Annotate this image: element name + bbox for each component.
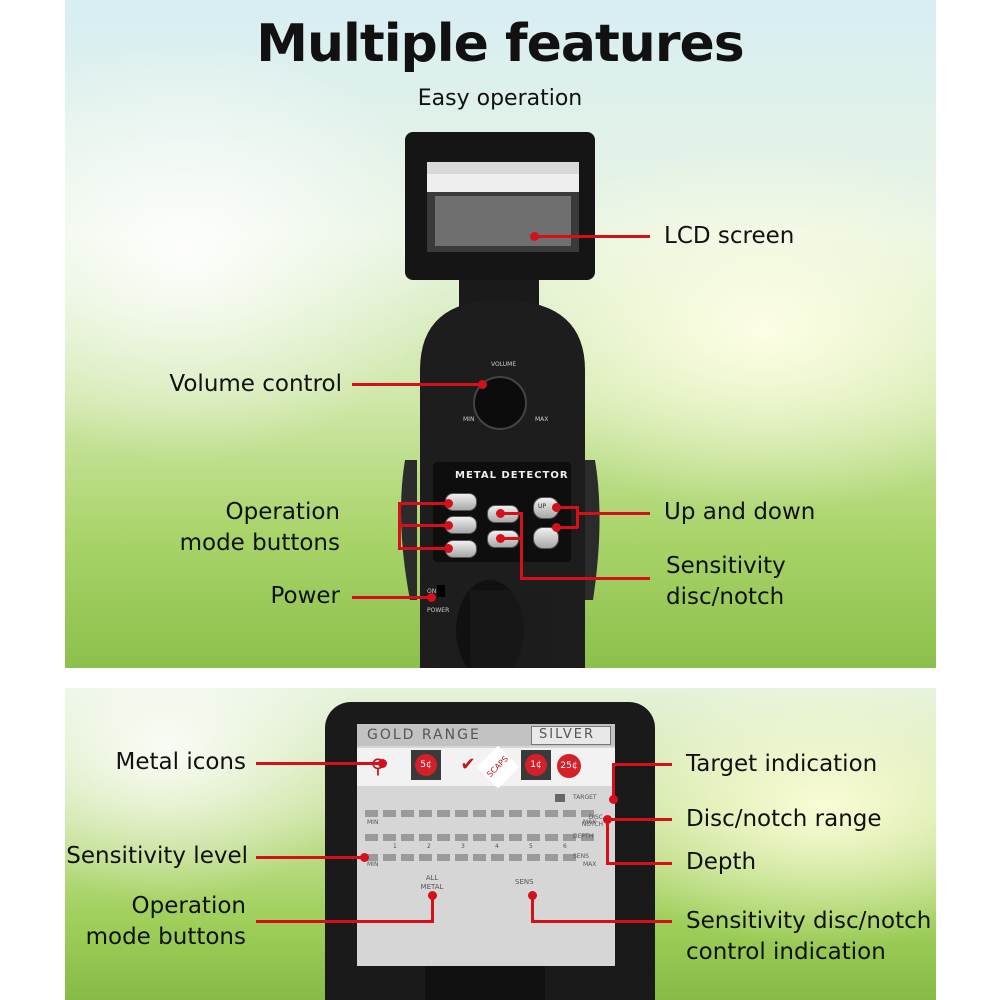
sens-dot-1	[496, 509, 505, 518]
bottom-mode-line	[256, 920, 434, 923]
down-dot	[552, 523, 561, 532]
depth-line-v	[606, 818, 609, 864]
lcd-min-2: MIN	[367, 861, 379, 868]
label-sens-control-line1: Sensitivity disc/notch	[686, 908, 932, 934]
label-bottom-mode-line1: Operation	[131, 893, 246, 919]
lcd-max-2: MAX	[583, 861, 597, 868]
target-line-h	[612, 763, 672, 766]
brand-plate-text: METAL DETECTOR	[455, 470, 569, 481]
scale-1: 1	[393, 843, 397, 850]
sensitivity-segments	[365, 810, 594, 861]
label-sensitivity-level: Sensitivity level	[66, 843, 248, 869]
scale-4: 4	[495, 843, 499, 850]
updown-bracket	[576, 506, 579, 528]
sens-control-horizontal	[531, 920, 672, 923]
updown-bracket-top	[556, 506, 578, 509]
disc-line	[606, 818, 672, 821]
page-subtitle: Easy operation	[417, 86, 583, 111]
mode-dot-2	[444, 521, 453, 530]
sens-callout-horizontal	[520, 577, 650, 580]
depth-line-h	[606, 862, 672, 865]
up-button-label: UP	[538, 503, 547, 510]
top-feature-panel: UP VOLUME MIN MAX METAL DETECTOR ON POWE…	[65, 0, 936, 668]
scale-6: 6	[563, 843, 567, 850]
sens-level-line	[256, 856, 362, 859]
lcd-sens-bottom: SENS	[515, 878, 534, 886]
down-button[interactable]	[533, 527, 559, 549]
bottom-mode-dot	[428, 891, 437, 900]
lcd-silver: SILVER	[539, 727, 596, 742]
lcd-sens: SENS	[573, 853, 589, 860]
lcd-depth: DEPTH	[573, 833, 594, 840]
label-sensitivity-line1: Sensitivity	[666, 553, 786, 579]
target-arrow-icon	[555, 794, 565, 802]
lcd-callout-dot	[530, 232, 539, 241]
mode-dot-1	[444, 499, 453, 508]
coin-5-icon: 5¢	[415, 754, 437, 776]
label-bottom-mode-line2: mode buttons	[85, 924, 246, 950]
label-power: Power	[270, 583, 340, 609]
lcd-metal: METAL	[420, 883, 444, 891]
label-operation-mode-line2: mode buttons	[179, 530, 340, 556]
label-volume-control: Volume control	[169, 371, 342, 397]
metal-icons-dot	[378, 759, 387, 768]
sens-callout-mid	[500, 537, 522, 540]
power-callout-dot	[427, 593, 436, 602]
sens-control-dot	[528, 891, 537, 900]
mode-dot-3	[444, 544, 453, 553]
volume-callout-line	[352, 383, 480, 386]
up-dot	[552, 503, 561, 512]
on-text: ON	[427, 588, 437, 595]
mode-bracket-bottom	[398, 547, 448, 550]
updown-bracket-bottom	[556, 526, 578, 529]
volume-callout-dot	[478, 380, 487, 389]
lcd-detail-panel: GOLD RANGE SILVER ⚲ 5¢ ✔ SCAPS 1¢ 25¢ MI…	[65, 688, 936, 1000]
lcd-disc-notch: DISC NOTCH	[581, 814, 603, 828]
sens-dot-2	[496, 534, 505, 543]
mode-bracket-mid	[398, 524, 448, 527]
sens-callout-vertical	[520, 512, 523, 580]
volume-min-text: MIN	[463, 416, 475, 423]
lcd-all: ALL	[425, 874, 439, 882]
bottom-mode-vertical	[431, 895, 434, 923]
label-target-indication: Target indication	[686, 751, 878, 777]
label-disc-notch-range: Disc/notch range	[686, 806, 882, 832]
label-depth: Depth	[686, 849, 757, 875]
power-switch[interactable]	[437, 585, 445, 597]
lcd-min-1: MIN	[367, 819, 379, 826]
power-text: POWER	[427, 607, 450, 614]
volume-text: VOLUME	[491, 361, 517, 368]
updown-callout-line	[578, 512, 650, 515]
label-sensitivity-line2: disc/notch	[666, 584, 785, 610]
coin-1-icon: 1¢	[525, 754, 547, 776]
label-lcd-screen: LCD screen	[664, 223, 795, 249]
mode-bracket-top	[398, 502, 448, 505]
lcd-max-1: MAX	[583, 819, 597, 826]
scale-5: 5	[529, 843, 533, 850]
scale-3: 3	[461, 843, 465, 850]
sens-callout-top	[500, 512, 522, 515]
volume-max-text: MAX	[535, 416, 549, 423]
lcd-target: TARGET	[573, 794, 597, 801]
scale-2: 2	[427, 843, 431, 850]
label-operation-mode-line1: Operation	[225, 499, 340, 525]
gold-ring-icon: ⚲	[363, 754, 393, 782]
coin-25-icon: 25¢	[557, 754, 581, 778]
lcd-callout-line	[535, 235, 650, 238]
pull-tab-icon: ✔	[460, 754, 476, 775]
page-title: Multiple features	[256, 14, 744, 74]
lcd-gold-range: GOLD RANGE	[367, 727, 481, 743]
sens-control-vertical	[531, 895, 534, 923]
target-dot	[609, 795, 618, 804]
metal-detector-illustration	[401, 132, 600, 668]
metal-icons-line	[256, 762, 381, 765]
label-metal-icons: Metal icons	[115, 749, 246, 775]
target-line-v	[612, 763, 615, 799]
label-up-and-down: Up and down	[664, 499, 816, 525]
sens-level-dot	[360, 853, 369, 862]
label-sens-control-line2: control indication	[686, 939, 886, 965]
power-callout-line	[352, 596, 430, 599]
